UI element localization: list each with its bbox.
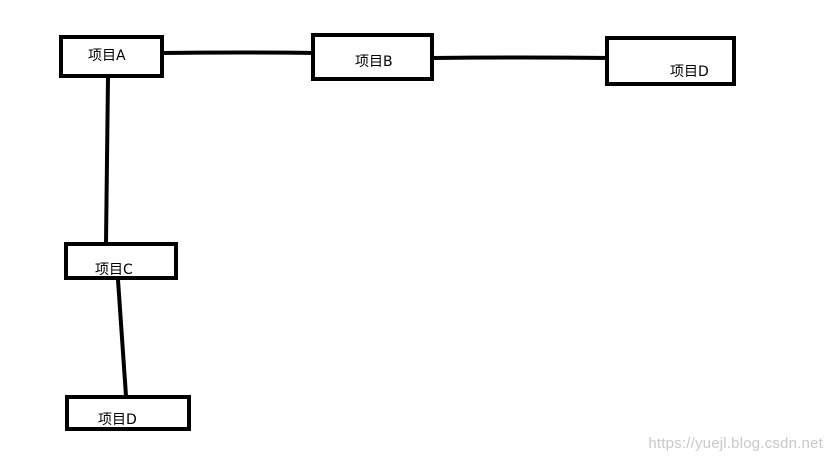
- node-c: 项目C: [64, 242, 178, 280]
- node-d-top: 项目D: [605, 36, 736, 86]
- edge-c-d2: [116, 278, 128, 398]
- edge-a-c: [104, 75, 110, 245]
- watermark-text: https://yuejl.blog.csdn.net: [648, 435, 823, 452]
- node-d-top-label: 项目D: [670, 64, 709, 80]
- node-b: 项目B: [311, 33, 434, 81]
- edge-b-d1: [430, 55, 613, 60]
- node-b-label: 项目B: [355, 54, 393, 70]
- node-a-label: 项目A: [88, 48, 126, 64]
- node-c-label: 项目C: [95, 262, 133, 278]
- node-d-bottom: 项目D: [65, 395, 191, 431]
- connectors: [104, 50, 613, 398]
- node-a: 项目A: [59, 35, 164, 78]
- node-d-bottom-label: 项目D: [98, 412, 137, 428]
- edge-a-b: [160, 50, 320, 55]
